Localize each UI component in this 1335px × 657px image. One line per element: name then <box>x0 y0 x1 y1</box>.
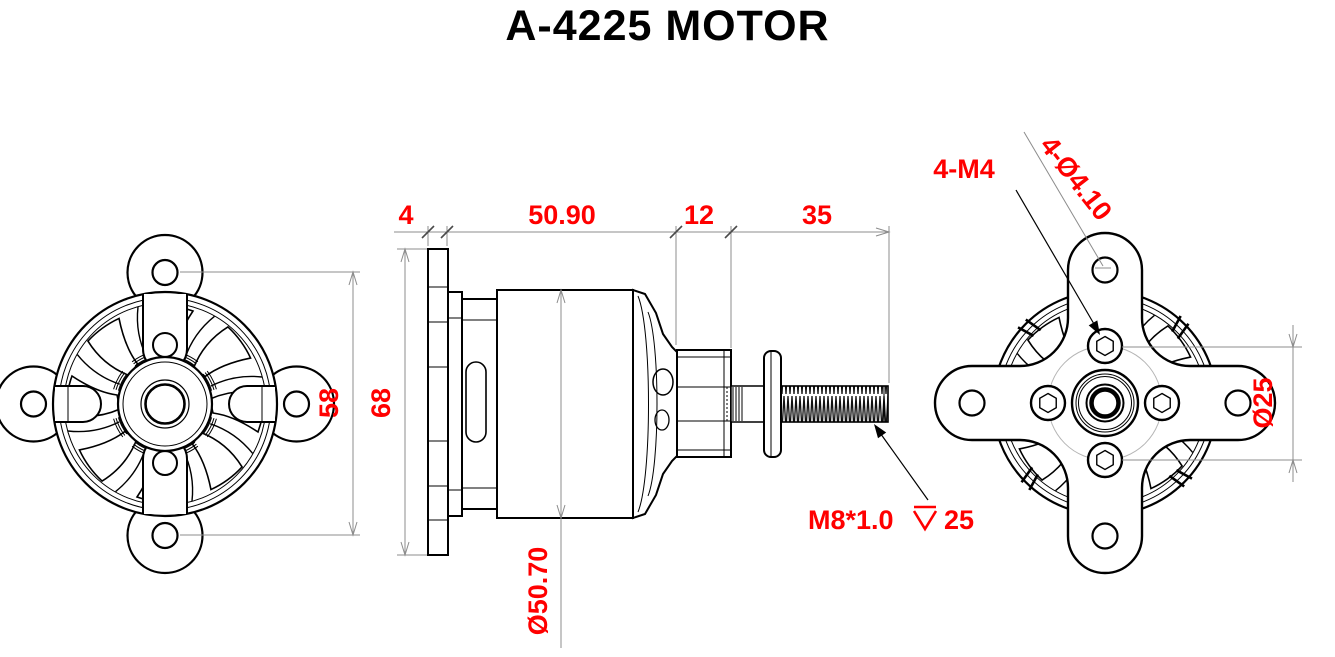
front-mount-holes <box>19 258 311 550</box>
side-front-housing <box>447 291 498 517</box>
side-threaded-shaft <box>780 385 889 423</box>
back-center-hub <box>1070 368 1140 438</box>
front-shaft-hole <box>144 383 186 425</box>
dim-mount-hole-spacing: 58 <box>180 270 360 537</box>
mount-hole-note-text: 4-Ø4.10 <box>1034 131 1118 226</box>
dim-bolt-circle: Ø25 <box>1122 325 1302 482</box>
dim-collar-length: 12 <box>684 200 714 230</box>
dim-mount-plate-width-text: 68 <box>366 388 396 418</box>
dim-body-diameter: Ø50.70 <box>523 288 566 648</box>
front-center-hub <box>116 355 214 453</box>
side-prop-washer <box>763 350 782 458</box>
back-view <box>933 231 1277 575</box>
leader-arrowhead <box>1088 320 1100 335</box>
page-title: A-4225 MOTOR <box>505 2 830 50</box>
side-mount-plate <box>427 248 449 556</box>
leader-arrowhead <box>874 424 887 439</box>
depth-symbol-icon <box>912 505 938 532</box>
dim-bolt-circle-text: Ø25 <box>1248 377 1278 428</box>
back-rim-ticks <box>1017 315 1193 491</box>
side-shaft <box>730 385 765 423</box>
thread-note: M8*1.0 25 <box>808 424 974 535</box>
dim-mount-plate-width: 68 <box>366 247 427 557</box>
mount-screw-note-text: 4-M4 <box>933 154 995 184</box>
side-view <box>427 248 889 556</box>
dim-mount-hole-spacing-text: 58 <box>314 388 344 418</box>
dim-body-length: 50.90 <box>528 200 596 230</box>
dim-shaft-length: 35 <box>802 200 832 230</box>
dimension-layer: 4 50.90 12 35 58 68 Ø50.70 <box>180 131 1302 648</box>
back-shaft-end <box>1089 387 1121 419</box>
dim-chain-top: 4 50.90 12 35 <box>394 200 891 383</box>
side-rear-bell <box>632 288 678 520</box>
thread-spec-text: M8*1.0 <box>808 505 894 535</box>
thread-depth-text: 25 <box>944 505 974 535</box>
side-stator-body <box>496 289 634 519</box>
side-prop-adapter <box>676 349 732 458</box>
back-mount-holes <box>958 256 1252 550</box>
mount-screw-note: 4-M4 <box>933 154 1100 335</box>
dim-plate-thickness: 4 <box>398 200 413 230</box>
front-view <box>0 233 336 575</box>
dim-body-diameter-text: Ø50.70 <box>523 547 553 636</box>
front-cooling-channels <box>55 294 275 514</box>
